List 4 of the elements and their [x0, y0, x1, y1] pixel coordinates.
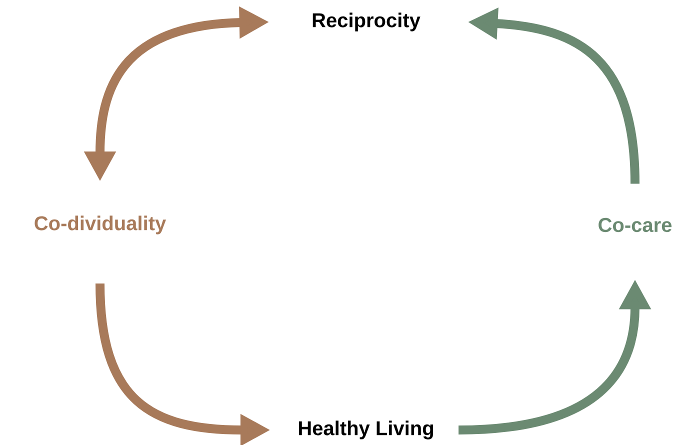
- concept-label: Co-care: [598, 218, 672, 232]
- concept-label: Reciprocity: [312, 12, 420, 32]
- concept-label: Healthy Living: [299, 420, 433, 440]
- concept-label: Co-dividuality: [34, 216, 166, 234]
